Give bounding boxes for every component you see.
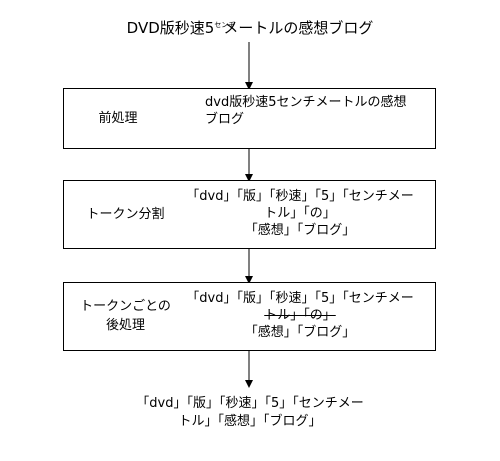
tokenize-output: 「dvd」「版」「秒速」「5」「センチメー トル」「の」 「感想」「ブログ」: [175, 188, 425, 239]
input-title: DVD版秒速5センチメートルの感想ブログ: [0, 18, 500, 38]
postprocess-output-line-2-text: トル」「の」: [264, 308, 336, 323]
postprocess-label-line-2: 後処理: [105, 318, 145, 333]
tokenize-label: トークン分割: [86, 207, 165, 222]
postprocess-output: 「dvd」「版」「秒速」「5」「センチメー トル」「の」 「感想」「ブログ」: [175, 290, 425, 341]
preprocess-label: 前処理: [98, 111, 138, 126]
postprocess-output-line-2: トル」「の」: [175, 307, 425, 324]
preprocess-box: [63, 88, 436, 149]
postprocess-label: トークンごとの 後処理: [63, 297, 188, 335]
tokenize-output-line-3: 「感想」「ブログ」: [244, 223, 356, 238]
postprocess-output-line-3: 「感想」「ブログ」: [244, 325, 356, 340]
preprocess-output: dvd版秒速5センチメートルの感想ブログ: [205, 95, 407, 127]
tokenize-output-line-1: 「dvd」「版」「秒速」「5」「センチメー: [186, 189, 414, 204]
postprocess-label-line-1: トークンごとの: [80, 299, 171, 314]
postprocess-box: [63, 282, 436, 351]
final-output-line-1: 「dvd」「版」「秒速」「5」「センチメー: [136, 396, 364, 411]
input-title-prefix: DVD版秒速5: [126, 19, 215, 37]
tokenize-output-line-2: トル」「の」: [264, 206, 336, 221]
input-title-suffix: メートルの感想ブログ: [223, 19, 374, 37]
final-output-line-2: トル」「感想」「ブログ」: [178, 414, 322, 429]
tokenize-box: [63, 180, 436, 249]
input-title-small-text: センチ: [214, 21, 236, 29]
postprocess-output-line-1: 「dvd」「版」「秒速」「5」「センチメー: [186, 291, 414, 306]
final-output: 「dvd」「版」「秒速」「5」「センチメー トル」「感想」「ブログ」: [130, 395, 370, 431]
